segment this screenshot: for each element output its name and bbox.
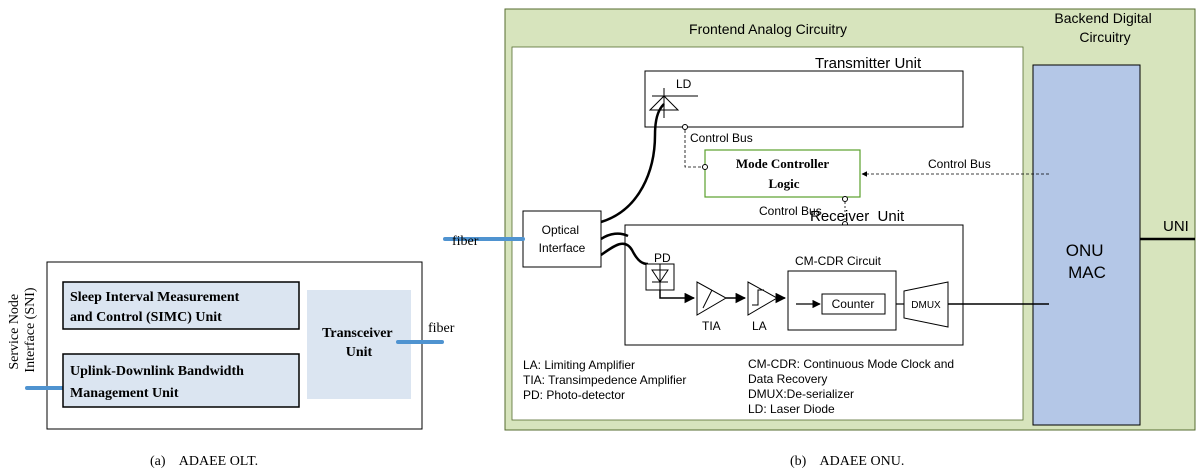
legend-left: LA: Limiting Amplifier TIA: Transimpeden…: [523, 358, 690, 402]
dmux-label: DMUX: [911, 300, 941, 311]
backend-title: Backend Digital Circuitry: [1054, 10, 1155, 45]
onu-caption: (b) ADAEE ONU.: [790, 454, 904, 469]
mode-controller-logic: [704, 149, 861, 198]
transmitter-title: Transmitter Unit: [815, 55, 922, 72]
laser-diode-icon: [648, 88, 698, 118]
onu-mac-label: ONU MAC: [1066, 241, 1109, 282]
rx-fiber: [600, 242, 649, 266]
photo-diode-icon: [651, 264, 669, 290]
optical-interface: [522, 210, 602, 268]
rx-control-bus-label: Control Bus: [759, 204, 822, 218]
counter-block: [821, 293, 886, 315]
mode-controller-port-left: [702, 164, 708, 170]
transceiver-label: Transceiver Unit: [322, 326, 396, 360]
la-label: LA: [752, 319, 767, 333]
transceiver-unit: [307, 290, 411, 399]
transmitter-unit: [644, 70, 964, 128]
olt-diagram: Service Node Interface (SNI) Sleep Inter…: [7, 261, 455, 469]
optical-interface-label: Optical Interface: [539, 223, 586, 255]
tia-symbol: [702, 289, 713, 309]
simc-unit: [62, 281, 300, 330]
mac-control-bus-label: Control Bus: [928, 157, 991, 171]
counter-label: Counter: [832, 297, 875, 311]
tx-control-bus: [684, 130, 705, 168]
mode-controller-port-bottom: [842, 196, 848, 202]
tia-label: TIA: [702, 319, 721, 333]
olt-fiber-label: fiber: [428, 321, 455, 336]
mode-controller-label: Mode Controller Logic: [736, 156, 832, 191]
onu-diagram: Frontend Analog Circuitry Backend Digita…: [443, 8, 1196, 469]
simc-unit-label: Sleep Interval Measurement and Control (…: [70, 290, 243, 325]
pd-label: PD: [654, 251, 671, 265]
uni-label: UNI: [1163, 218, 1189, 235]
receiver-title: Receiver Unit: [810, 208, 905, 225]
tx-fiber: [600, 103, 665, 224]
rx-fiber-2: [600, 232, 629, 241]
cmcdr-title: CM-CDR Circuit: [795, 254, 882, 268]
dmux-icon: [903, 281, 949, 328]
bandwidth-unit: [62, 353, 300, 408]
olt-caption: (a) ADAEE OLT.: [150, 454, 258, 469]
pd-to-tia: [659, 290, 696, 304]
frontend-title: Frontend Analog Circuitry: [689, 21, 847, 37]
tx-control-port: [682, 124, 688, 130]
sni-label: Service Node Interface (SNI): [7, 287, 38, 372]
onu-fiber-label: fiber: [452, 234, 479, 249]
tx-control-bus-label: Control Bus: [690, 131, 753, 145]
la-symbol: [752, 289, 764, 306]
bandwidth-unit-label: Uplink-Downlink Bandwidth Management Uni…: [70, 364, 247, 401]
legend-right: CM-CDR: Continuous Mode Clock and Data R…: [748, 357, 957, 416]
onu-mac-block: [1032, 64, 1141, 426]
ld-label: LD: [676, 77, 692, 91]
